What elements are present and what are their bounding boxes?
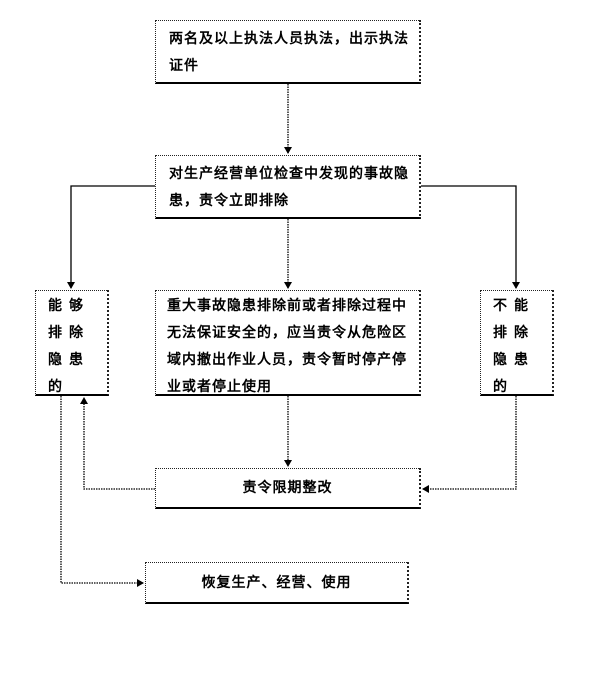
node-start-text: 两名及以上执法人员执法，出示执法证件: [169, 31, 409, 74]
edge-inspect-to-cannot-eliminate: [421, 185, 520, 289]
node-can-eliminate: 能够排除隐患的: [35, 290, 109, 396]
edge-inspect-to-can-eliminate: [67, 185, 155, 289]
node-can-eliminate-text: 能够排除隐患的: [48, 298, 90, 395]
node-cannot-eliminate-text: 不能排除隐患的: [493, 298, 535, 395]
node-start: 两名及以上执法人员执法，出示执法证件: [155, 20, 421, 84]
node-rectify: 责令限期整改: [155, 468, 421, 509]
node-major-hazard-text: 重大事故隐患排除前或者排除过程中无法保证安全的，应当责令从危险区域内撤出作业人员…: [167, 298, 407, 395]
node-major-hazard: 重大事故隐患排除前或者排除过程中无法保证安全的，应当责令从危险区域内撤出作业人员…: [155, 290, 421, 396]
node-rectify-text: 责令限期整改: [242, 480, 333, 496]
node-inspect-text: 对生产经营单位检查中发现的事故隐患，责令立即排除: [169, 166, 409, 209]
edge-cannot-eliminate-to-rectify: [422, 396, 517, 493]
node-cannot-eliminate: 不能排除隐患的: [480, 290, 554, 396]
node-resume-text: 恢复生产、经营、使用: [201, 575, 352, 591]
edge-rectify-to-can-eliminate: [80, 397, 155, 490]
node-resume: 恢复生产、经营、使用: [145, 562, 409, 604]
node-inspect: 对生产经营单位检查中发现的事故隐患，责令立即排除: [155, 155, 421, 219]
